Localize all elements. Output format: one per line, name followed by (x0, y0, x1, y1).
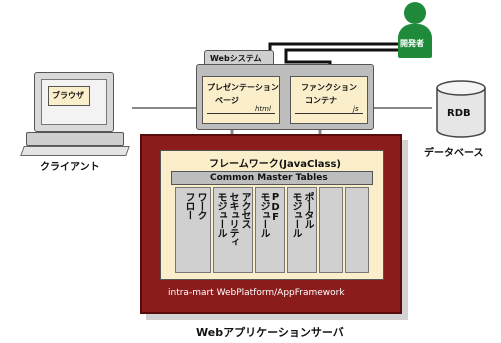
client-caption: クライアント (40, 162, 100, 173)
function-underline (295, 113, 363, 114)
function-line2: コンテナ (305, 96, 337, 105)
app-server-caption: Webアプリケーションサーバ (196, 326, 344, 339)
module-column-pdf: PDF モジュール (255, 187, 285, 273)
monitor-icon: ブラウザ (34, 72, 114, 132)
database-cylinder-icon (436, 80, 486, 138)
master-tables-label: Common Master Tables (210, 173, 328, 183)
module-column-workflow: ワーク フロー (175, 187, 211, 273)
module-portal-line3: モジュール (290, 192, 301, 237)
presentation-ext: html (255, 105, 271, 113)
browser-label: ブラウザ (52, 91, 84, 100)
computer-base (26, 132, 124, 146)
browser-window: ブラウザ (48, 86, 90, 106)
master-tables-bar: Common Master Tables (171, 171, 373, 185)
rdb-caption: データベース (424, 148, 484, 159)
framework-title: フレームワーク(JavaClass) (209, 159, 341, 170)
keyboard-icon (20, 146, 130, 156)
presentation-line2: ページ (215, 96, 239, 105)
presentation-line1: プレゼンテーション (207, 83, 279, 92)
platform-label: intra-mart WebPlatform/AppFramework (168, 288, 345, 298)
function-line1: ファンクション (301, 83, 357, 92)
framework-folder: フレームワーク(JavaClass) Common Master Tables … (160, 150, 384, 280)
developer-head-icon (404, 2, 426, 24)
presentation-page-card: プレゼンテーション ページ html (202, 76, 280, 124)
function-container-card: ファンクション コンテナ js (290, 76, 368, 124)
app-server: フレームワーク(JavaClass) Common Master Tables … (140, 134, 402, 314)
module-column-portal: ポータル モジュール (287, 187, 317, 273)
function-ext: js (353, 105, 359, 113)
presentation-underline (207, 113, 275, 114)
rdb-label: RDB (447, 108, 471, 119)
module-column-empty-1 (319, 187, 343, 273)
developer-label: 開発者 (400, 39, 424, 48)
module-pdf-line3: モジュール (258, 192, 269, 237)
module-access-line2: セキュリティ (227, 192, 238, 246)
module-workflow-line2: フロー (183, 192, 194, 219)
client-computer: ブラウザ クライアント (20, 72, 132, 173)
module-column-access-security: アクセス セキュリティ モジュール (213, 187, 253, 273)
developer-body-icon (398, 24, 432, 58)
monitor-screen: ブラウザ (41, 79, 107, 125)
developer: 開発者 (396, 2, 436, 66)
module-workflow-line1: ワーク (195, 192, 206, 219)
module-access-line3: モジュール (215, 192, 226, 237)
web-system-tab: Webシステム (204, 50, 274, 65)
web-system-tab-label: Webシステム (210, 54, 262, 63)
module-portal-line1: ポータル (302, 192, 313, 228)
module-column-empty-2 (345, 187, 369, 273)
rdb-database: RDB データベース (424, 80, 496, 160)
web-system: Webシステム プレゼンテーション ページ html ファンクション コンテナ … (196, 50, 374, 130)
module-pdf-line1: PDF (270, 192, 281, 222)
module-access-line1: アクセス (239, 192, 250, 228)
